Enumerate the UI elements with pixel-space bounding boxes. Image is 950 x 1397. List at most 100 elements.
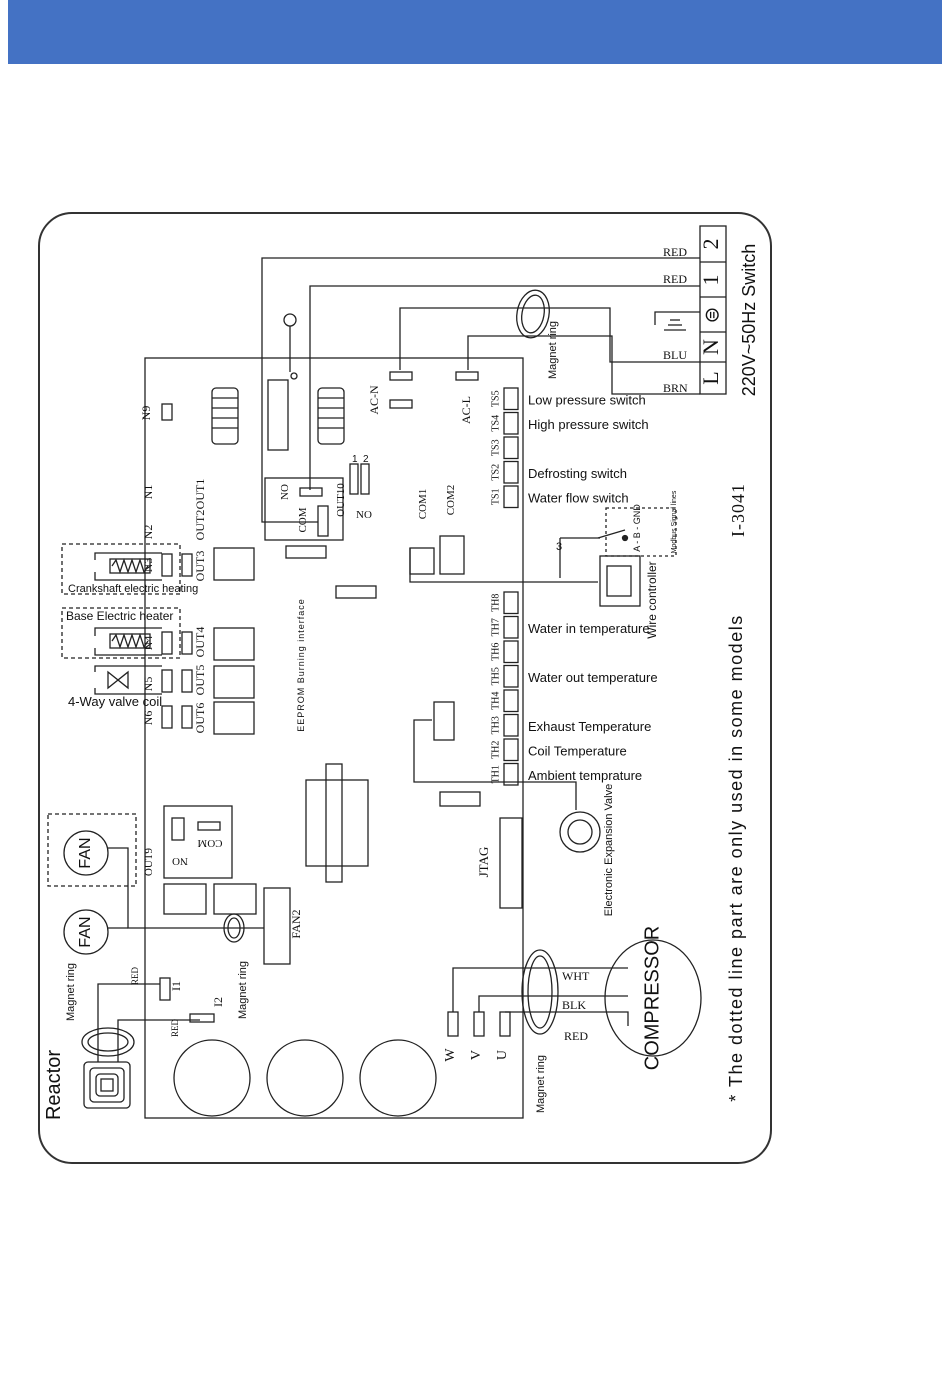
switch-code-ts2: TS2: [490, 464, 501, 481]
sensor-terminal-th6: [503, 640, 519, 664]
sensor-code-th6: TH6: [490, 643, 501, 661]
jtag-connector: [499, 817, 523, 909]
reactor-red-wire-1: RED: [130, 966, 140, 985]
out10-no-label: NO: [356, 509, 372, 521]
diagram-frame: [38, 212, 772, 1164]
sensor-terminal-th1: [503, 762, 519, 786]
out9-com-contact: [197, 821, 221, 831]
relay-no-label: NO: [279, 484, 291, 500]
sensor-code-th8: TH8: [490, 594, 501, 612]
base-heater-icon: [94, 627, 162, 656]
bridge-rectifier: [305, 779, 369, 867]
com2-label: COM2: [445, 485, 457, 516]
wire-brn: BRN: [663, 381, 688, 395]
pcb-board: [144, 357, 524, 1119]
terminal-n: N: [698, 339, 723, 355]
inductor-coil-2: [317, 387, 345, 445]
compressor-wiring: [447, 939, 702, 1057]
reactor-red-wire-2: RED: [170, 1018, 180, 1037]
expansion-valve-icon: [559, 811, 601, 853]
output-terminals: [161, 547, 255, 735]
wire-red-compressor: RED: [564, 1029, 588, 1043]
n9-terminal: [161, 403, 173, 421]
four-way-valve-icon: [94, 665, 162, 695]
base-heater-label: Base Electric heater: [66, 609, 173, 623]
i2-label: I2: [211, 997, 225, 1007]
wire-count-label: 3: [556, 541, 562, 553]
out5-label: OUT5: [193, 665, 207, 696]
switch-terminal-ts4: [503, 411, 519, 435]
relay-out10: [264, 477, 344, 541]
out9-com-label: COM: [197, 837, 222, 849]
eev-connector: [433, 701, 455, 741]
sensor-label-th7: Water in temperature: [528, 621, 650, 636]
out9-label: OUT9: [143, 847, 155, 876]
wire-red-second: RED: [663, 272, 687, 286]
four-way-valve-label: 4-Way valve coil: [68, 694, 162, 709]
sensor-label-th5: Water out temperature: [528, 670, 658, 685]
out2-label: OUT2: [193, 510, 207, 541]
relay-out9: [163, 805, 233, 879]
fan-2-icon: [63, 909, 109, 955]
out6-label: OUT6: [193, 703, 207, 734]
switch-label-ts5: Low pressure switch: [528, 392, 646, 407]
wire-blu: BLU: [663, 348, 687, 362]
abgnd-label: A - B - GND: [632, 504, 642, 552]
compressor-label: COMPRESSOR: [641, 926, 663, 1070]
i1-terminal: [159, 977, 171, 1001]
reactor-label: Reactor: [43, 1050, 65, 1120]
sensor-terminal-th4: [503, 689, 519, 713]
eeprom-connector: [285, 545, 327, 559]
crankshaft-label: Crankshaft electric heating: [68, 583, 198, 595]
switch-code-ts3: TS3: [490, 439, 501, 456]
ground-terminal-icon: ⊜: [701, 307, 723, 324]
out3-label: OUT3: [193, 551, 207, 582]
sensor-terminal-th7: [503, 615, 519, 639]
board-component-4: [213, 883, 257, 915]
sensor-label-th1: Ambient temprature: [528, 768, 642, 783]
optional-fan-box: [47, 813, 137, 887]
sensor-code-th7: TH7: [490, 618, 501, 636]
switch-code-ts1: TS1: [490, 488, 501, 505]
switch-label-ts4: High pressure switch: [528, 417, 649, 432]
top-banner: [8, 0, 942, 64]
wire-wht: WHT: [562, 969, 590, 983]
ac-l-label: AC-L: [459, 396, 473, 424]
board-component: [335, 585, 377, 599]
sensor-terminal-th5: [503, 664, 519, 688]
switch-terminal-ts2: [503, 460, 519, 484]
reactor-icon: [81, 983, 200, 1109]
sensor-code-th3: TH3: [490, 716, 501, 734]
wire-blk: BLK: [562, 998, 586, 1012]
connector-block: [267, 379, 289, 451]
magnet-ring-label-fan: Magnet ring: [237, 961, 249, 1019]
capacitor-2: [266, 1039, 344, 1117]
com1-connector: [409, 547, 435, 575]
out9-no-label: NO: [172, 855, 188, 867]
wire-controller-label: Wire controller: [645, 561, 659, 638]
relay-com-label: COM: [297, 507, 309, 532]
n3-label: N3: [141, 558, 155, 573]
sensor-code-th4: TH4: [490, 692, 501, 710]
ac-n-label: AC-N: [367, 385, 381, 415]
switch-label-ts1: Water flow switch: [528, 490, 629, 505]
sensor-code-th5: TH5: [490, 667, 501, 685]
terminal-2: 2: [698, 239, 723, 250]
com1-label: COM1: [417, 489, 429, 520]
modbus-label: Modbus Signal lines: [671, 490, 678, 553]
fan2-connector: [263, 887, 291, 965]
sensor-terminal-th8: [503, 591, 519, 615]
power-terminal-block: 2 1 ⊜ N L 220V~50Hz Switch: [698, 225, 759, 396]
n1-label: N1: [141, 485, 155, 500]
dip-label-2: 2: [363, 454, 369, 465]
ac-n-terminal-2: [389, 399, 413, 409]
inductor-coil-1: [211, 387, 239, 445]
ground-screw-icon: [290, 372, 298, 380]
board-component-2: [439, 791, 481, 807]
fan-2-label: FAN: [77, 916, 94, 947]
sensor-code-th1: TH1: [490, 765, 501, 783]
crankshaft-heater-icon: [94, 552, 162, 581]
n2-label: N2: [141, 525, 155, 540]
magnet-ring-label-reactor: Magnet ring: [65, 963, 77, 1021]
